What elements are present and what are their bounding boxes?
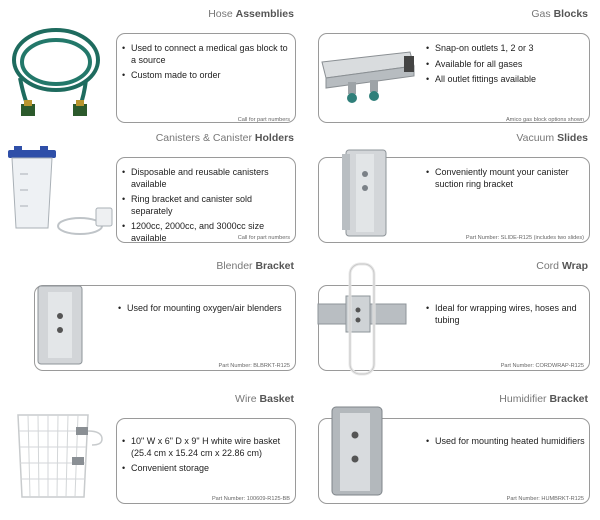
product-title: Hose Assemblies xyxy=(208,8,294,20)
feature-item: 10" W x 6" D x 9" H white wire basket (2… xyxy=(122,436,290,459)
feature-item: Used for mounting heated humidifiers xyxy=(426,436,586,448)
product-title: Vacuum Slides xyxy=(516,132,588,144)
part-number-note: Part Number: BLBRKT-R125 xyxy=(218,363,290,369)
product-title: Canisters & Canister Holders xyxy=(155,132,294,144)
blender-bracket-image xyxy=(34,282,90,368)
cord-wrap-image xyxy=(316,260,408,378)
feature-item: Custom made to order xyxy=(122,70,290,82)
feature-item: Ideal for wrapping wires, hoses and tubi… xyxy=(426,303,586,326)
product-card-gas-blocks: Gas Blocks Snap-on outlets 1, 2 or 3 Ava… xyxy=(300,8,590,126)
feature-item: Conveniently mount your canister suction… xyxy=(426,167,586,190)
part-number-note: Part Number: HUMBRKT-R125 xyxy=(506,496,584,502)
feature-item: 1200cc, 2000cc, and 3000cc size availabl… xyxy=(122,221,290,244)
feature-item: Convenient storage xyxy=(122,463,290,475)
product-title: Cord Wrap xyxy=(536,260,588,272)
hose-assembly-image xyxy=(6,20,106,124)
feature-item: Disposable and reusable canisters availa… xyxy=(122,167,290,190)
feature-list: Used for mounting heated humidifiers xyxy=(426,436,586,452)
product-card-blender-bracket: Blender Bracket Used for mounting oxygen… xyxy=(6,260,296,372)
part-number-note: Part Number: SLIDE-R125 (includes two sl… xyxy=(465,235,584,241)
product-title: Gas Blocks xyxy=(531,8,588,20)
product-card-hose-assemblies: Hose Assemblies Used to connect a medica… xyxy=(6,8,296,126)
feature-list: 10" W x 6" D x 9" H white wire basket (2… xyxy=(122,436,290,479)
feature-list: Disposable and reusable canisters availa… xyxy=(122,167,290,248)
part-number-note: Call for part numbers xyxy=(237,235,290,241)
vacuum-slide-image xyxy=(340,144,394,240)
feature-list: Snap-on outlets 1, 2 or 3 Available for … xyxy=(426,43,586,90)
product-title: Blender Bracket xyxy=(216,260,294,272)
feature-item: All outlet fittings available xyxy=(426,74,586,86)
feature-list: Conveniently mount your canister suction… xyxy=(426,167,586,194)
feature-list: Used for mounting oxygen/air blenders xyxy=(118,303,290,319)
part-number-note: Amico gas block options shown xyxy=(505,117,584,123)
part-number-note: Part Number: 100609-R125-BB xyxy=(211,496,290,502)
product-title: Wire Basket xyxy=(235,393,294,405)
product-card-canisters: Canisters & Canister Holders Disposable … xyxy=(6,132,296,244)
product-card-humidifier-bracket: Humidifier Bracket Used for mounting hea… xyxy=(300,393,590,505)
feature-list: Used to connect a medical gas block to a… xyxy=(122,43,290,86)
product-card-cord-wrap: Cord Wrap Ideal for wrapping wires, hose… xyxy=(300,260,590,376)
gas-block-image xyxy=(318,44,418,108)
part-number-note: Call for part numbers xyxy=(237,117,290,123)
feature-item: Ring bracket and canister sold separatel… xyxy=(122,194,290,217)
canister-image xyxy=(6,144,116,240)
feature-item: Used for mounting oxygen/air blenders xyxy=(118,303,290,315)
product-frame xyxy=(116,418,296,504)
humidifier-bracket-image xyxy=(328,403,388,499)
product-card-vacuum-slides: Vacuum Slides Conveniently mount your ca… xyxy=(300,132,590,244)
feature-list: Ideal for wrapping wires, hoses and tubi… xyxy=(426,303,586,330)
part-number-note: Part Number: CORDWRAP-R125 xyxy=(500,363,584,369)
feature-item: Snap-on outlets 1, 2 or 3 xyxy=(426,43,586,55)
feature-item: Used to connect a medical gas block to a… xyxy=(122,43,290,66)
product-title: Humidifier Bracket xyxy=(499,393,588,405)
product-card-wire-basket: Wire Basket 10" W x 6" D x 9" H white wi… xyxy=(6,393,296,505)
feature-item: Available for all gases xyxy=(426,59,586,71)
wire-basket-image xyxy=(10,405,110,505)
